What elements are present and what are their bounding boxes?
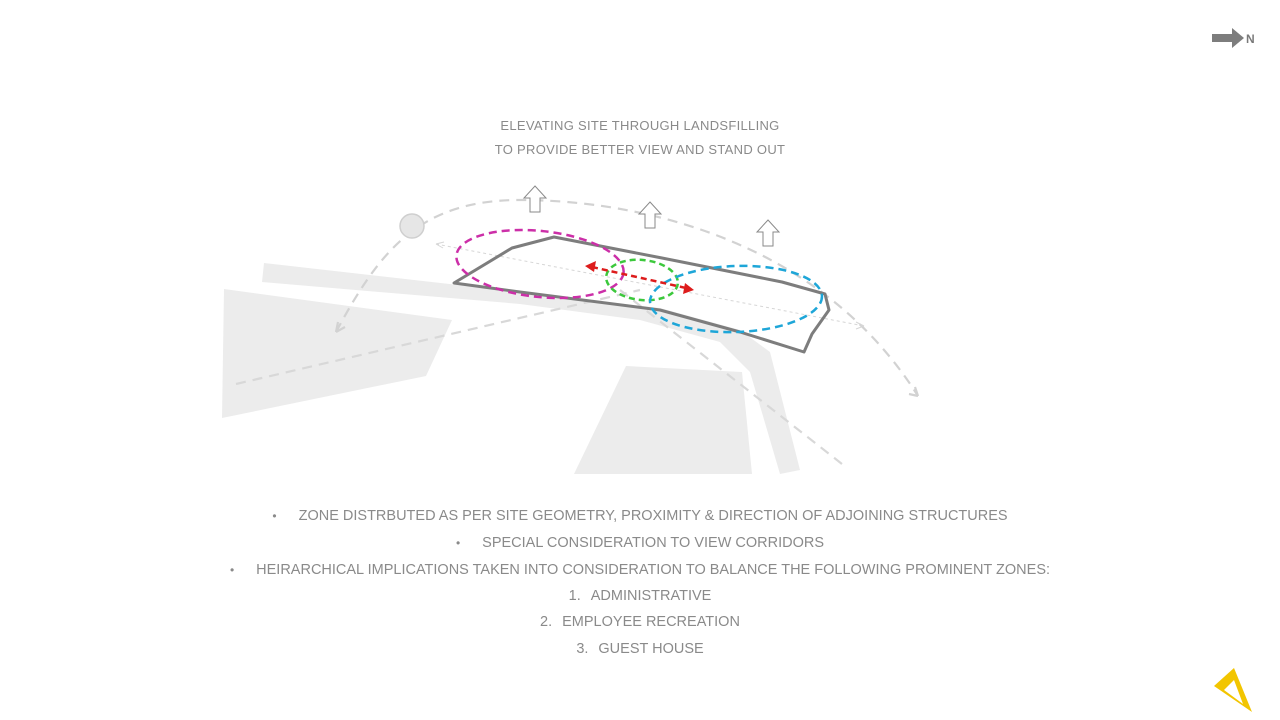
bullet-text: ZONE DISTRBUTED AS PER SITE GEOMETRY, PR… (298, 508, 1008, 524)
bullet-marker: • (229, 563, 235, 577)
north-label: N (1246, 32, 1255, 46)
view-corridor-arrow-west (334, 321, 346, 333)
bullet-item: • SPECIAL CONSIDERATION TO VIEW CORRIDORS (0, 535, 1280, 551)
guest-house-zone (648, 264, 824, 334)
employee-recreation-zone (604, 258, 680, 302)
zone-connection-arrowhead-east (683, 283, 694, 294)
zone-list-item: 3. GUEST HOUSE (0, 641, 1280, 657)
elevation-up-arrow-icon (637, 201, 663, 229)
bullet-item: • ZONE DISTRBUTED AS PER SITE GEOMETRY, P… (0, 508, 1280, 524)
bullet-item: • HEIRARCHICAL IMPLICATIONS TAKEN INTO CO… (0, 562, 1280, 578)
zone-number: 2. (540, 614, 553, 630)
zone-list-item: 1. ADMINISTRATIVE (0, 588, 1280, 604)
sun-icon (399, 213, 425, 239)
site-axis-arrow-start (435, 241, 445, 249)
bullet-text: SPECIAL CONSIDERATION TO VIEW CORRIDORS (482, 535, 825, 551)
north-arrow-icon (1212, 28, 1244, 48)
site-axis-arrow (855, 321, 865, 330)
bullet-marker: • (455, 536, 461, 550)
zone-number: 3. (576, 641, 589, 657)
view-corridor-arrow-east (908, 386, 920, 398)
site-boundary (452, 235, 831, 354)
adjoining-structure-south (574, 366, 752, 474)
view-corridor-line-southeast (619, 289, 843, 465)
zone-name: ADMINISTRATIVE (590, 588, 712, 604)
zone-name: GUEST HOUSE (598, 641, 704, 657)
zone-connection-arrow (591, 265, 687, 290)
triangle-ruler-logo-icon (1214, 668, 1252, 712)
bullet-marker: • (272, 509, 277, 523)
elevation-up-arrow-icon (522, 185, 548, 213)
zone-number: 1. (568, 588, 581, 604)
site-axis-line (435, 243, 865, 327)
adjoining-road (262, 263, 800, 474)
zone-name: EMPLOYEE RECREATION (562, 614, 740, 630)
view-corridor-line-southwest (235, 288, 641, 386)
zone-list-item: 2. EMPLOYEE RECREATION (0, 614, 1280, 630)
diagram-heading-line-2: TO PROVIDE BETTER VIEW AND STAND OUT (494, 142, 786, 157)
elevation-up-arrow-icon (755, 219, 781, 247)
diagram-heading-line-1: ELEVATING SITE THROUGH LANDSFILLING (500, 118, 780, 133)
zone-connection-arrowhead-west (585, 261, 596, 272)
adjoining-structure-west (222, 289, 452, 418)
bullet-text: HEIRARCHICAL IMPLICATIONS TAKEN INTO CON… (256, 562, 1051, 578)
